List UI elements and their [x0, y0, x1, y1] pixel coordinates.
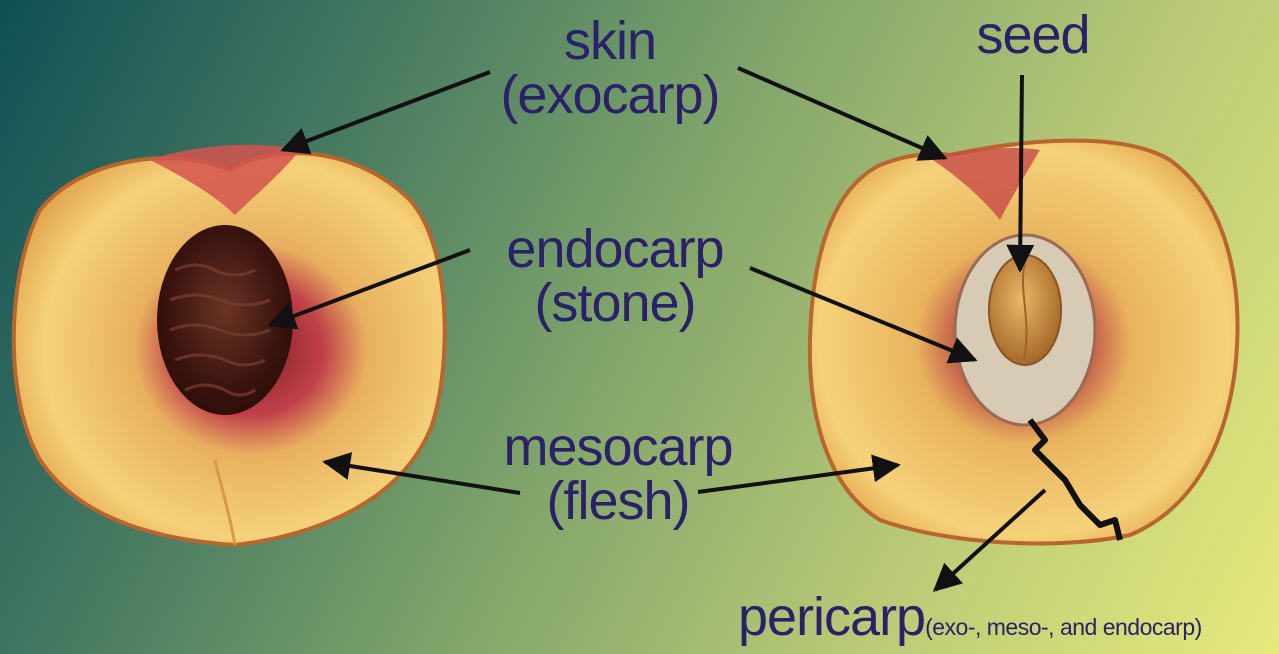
label-endocarp-line2: (stone)	[480, 276, 750, 330]
left-stone	[157, 225, 293, 415]
label-skin-line2: (exocarp)	[480, 68, 740, 122]
label-endocarp: endocarp (stone)	[480, 222, 750, 330]
label-mesocarp: mesocarp (flesh)	[478, 420, 758, 528]
arrow-seed	[1020, 75, 1022, 270]
arrow-skin-left	[283, 72, 490, 150]
label-skin-line1: skin	[480, 14, 740, 68]
label-seed: seed	[958, 8, 1108, 62]
right-peach-half	[810, 141, 1238, 544]
label-endocarp-line1: endocarp	[480, 222, 750, 276]
label-seed-line1: seed	[958, 8, 1108, 62]
arrow-skin-right	[738, 68, 945, 158]
label-pericarp: pericarp(exo-, meso-, and endocarp)	[738, 590, 1202, 644]
label-mesocarp-line1: mesocarp	[478, 420, 758, 474]
label-skin: skin (exocarp)	[480, 14, 740, 122]
left-peach-half	[14, 145, 445, 545]
label-mesocarp-line2: (flesh)	[478, 474, 758, 528]
label-pericarp-main: pericarp	[738, 587, 925, 647]
label-pericarp-note: (exo-, meso-, and endocarp)	[925, 614, 1202, 640]
